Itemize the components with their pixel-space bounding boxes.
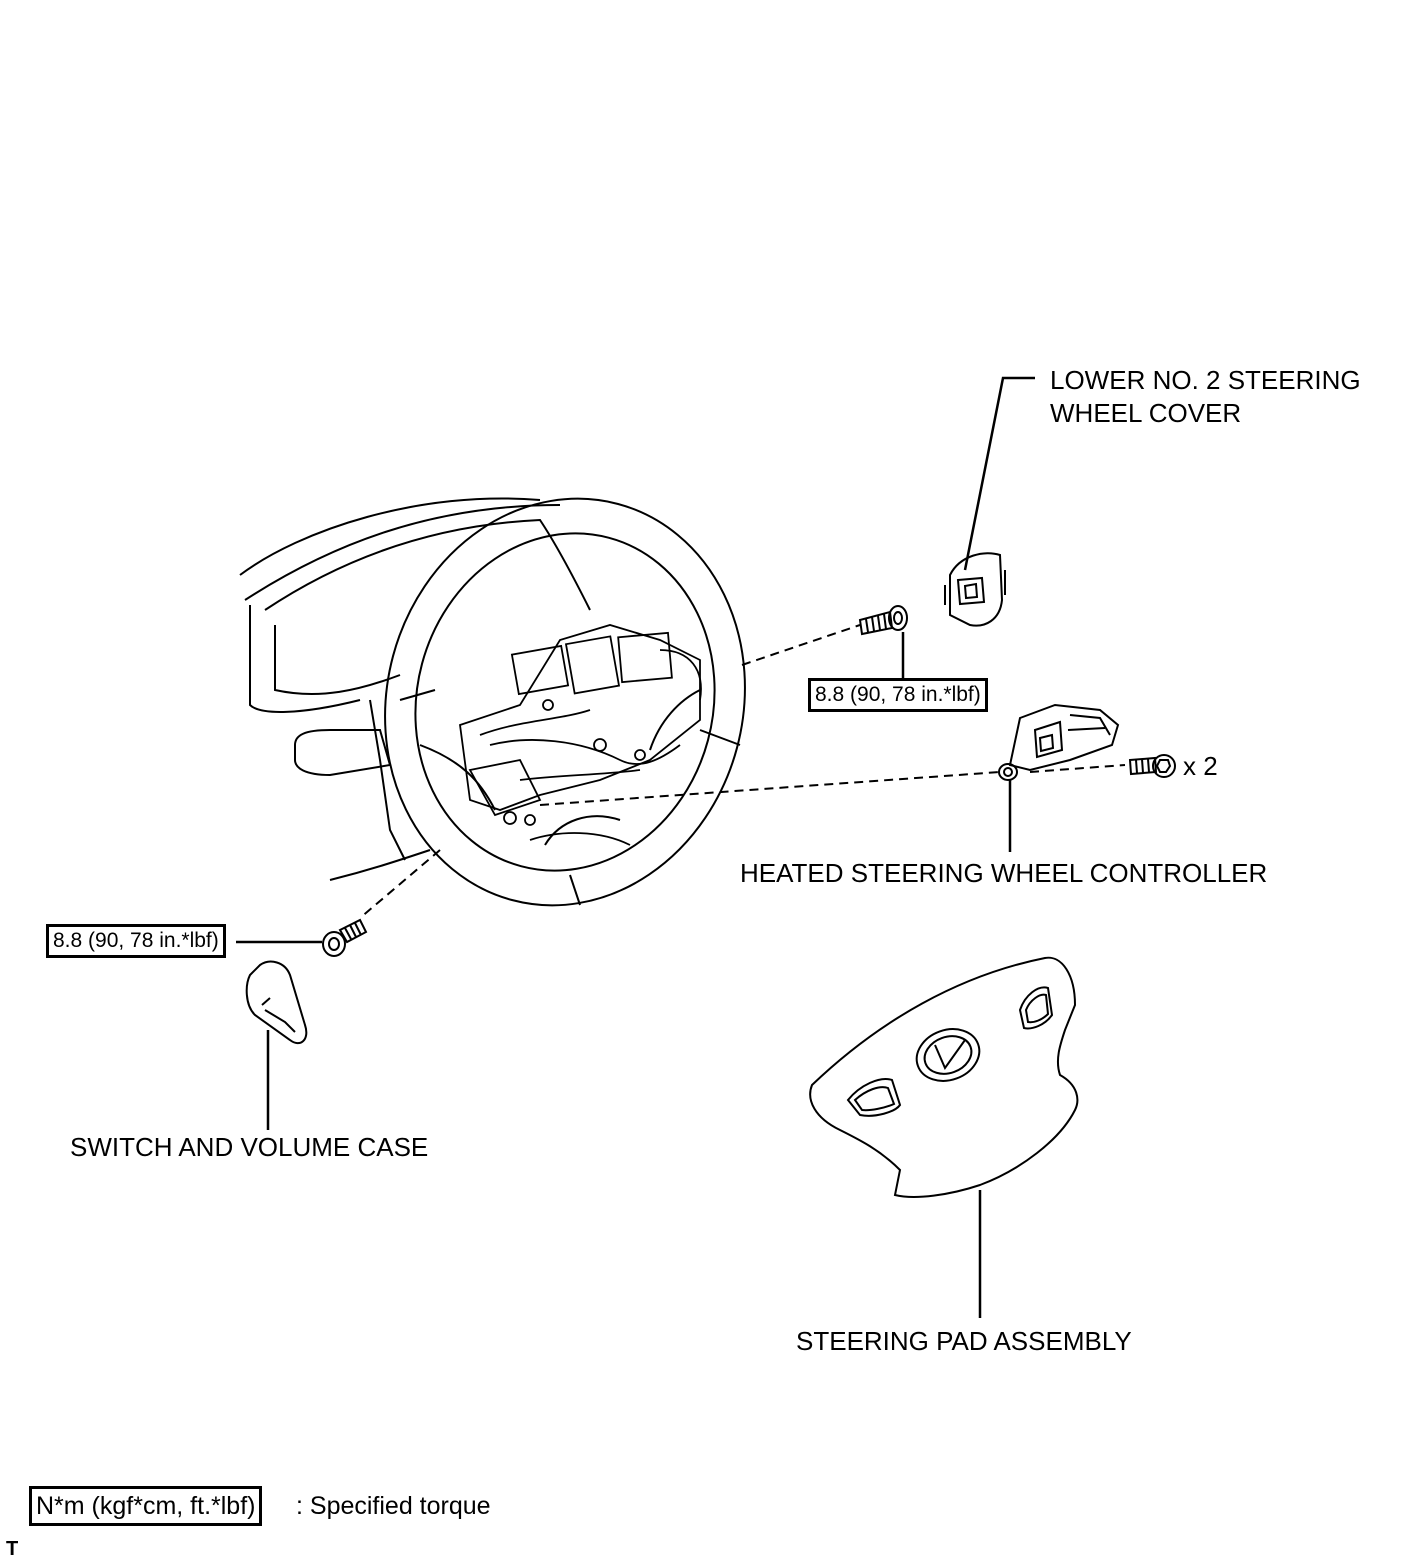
footer-code: T bbox=[6, 1538, 19, 1560]
quantity-label: x 2 bbox=[1183, 751, 1218, 781]
lower-cover-part bbox=[944, 552, 1006, 627]
left-bolt bbox=[322, 918, 368, 957]
heated-controller-part bbox=[998, 703, 1120, 781]
alignment-lines bbox=[359, 624, 1126, 919]
label-switch-case: SWITCH AND VOLUME CASE bbox=[70, 1132, 429, 1162]
leader-lines bbox=[236, 376, 1035, 1318]
right-bolt bbox=[1128, 754, 1176, 778]
switch-case-part bbox=[245, 960, 308, 1045]
legend-torque-box: N*m (kgf*cm, ft.*lbf) bbox=[29, 1486, 263, 1526]
torque-box-upper: 8.8 (90, 78 in.*lbf) bbox=[808, 678, 988, 712]
steering-pad-part bbox=[809, 956, 1079, 1198]
label-heated-controller: HEATED STEERING WHEEL CONTROLLER bbox=[740, 858, 1268, 888]
wheel-hub-mechanism bbox=[459, 624, 702, 846]
dashboard-outline bbox=[239, 497, 591, 881]
torque-box-left: 8.8 (90, 78 in.*lbf) bbox=[46, 924, 226, 958]
label-lower-cover: LOWER NO. 2 STEERING WHEEL COVER bbox=[1050, 365, 1361, 428]
label-steering-pad: STEERING PAD ASSEMBLY bbox=[796, 1326, 1132, 1356]
upper-bolt bbox=[858, 605, 908, 636]
legend-text: : Specified torque bbox=[296, 1492, 491, 1520]
steering-wheel bbox=[384, 497, 746, 907]
